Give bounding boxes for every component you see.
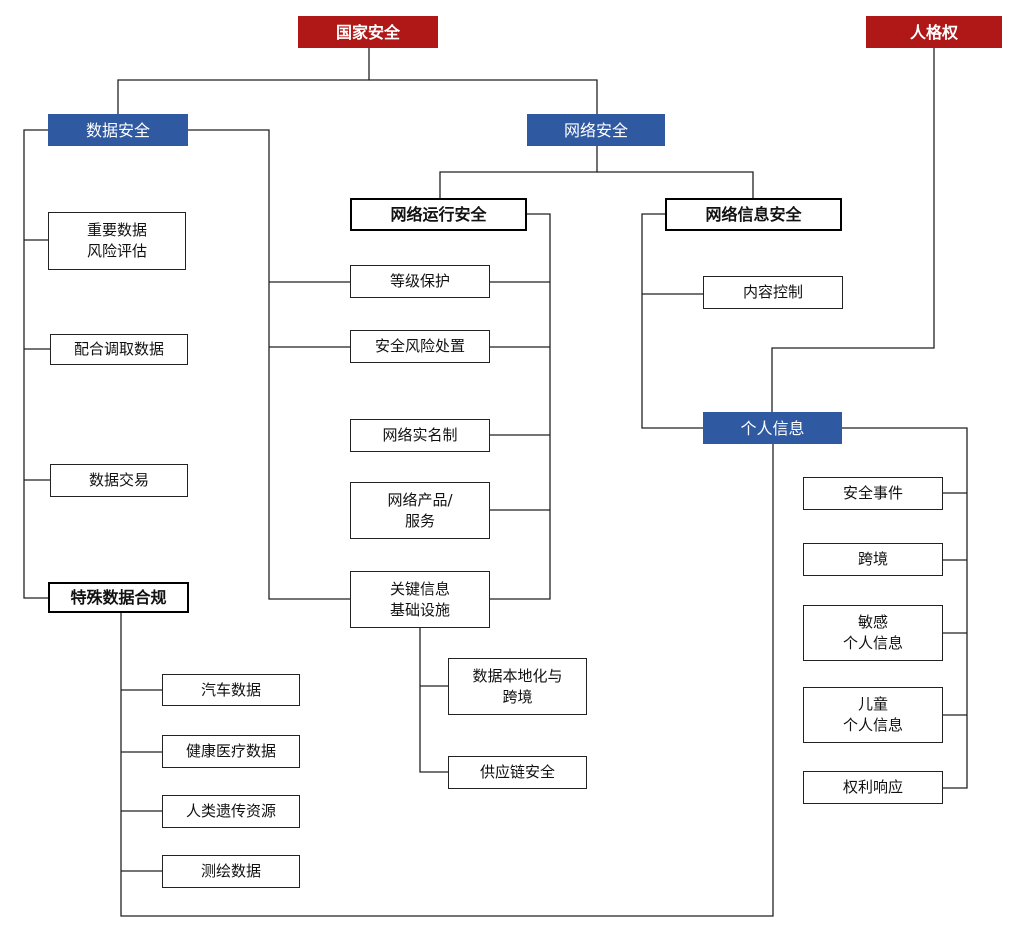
node-network-real-name: 网络实名制	[350, 419, 490, 452]
node-network-products-services: 网络产品/ 服务	[350, 482, 490, 539]
node-personality-rights: 人格权	[866, 16, 1002, 48]
node-personal-information: 个人信息	[703, 412, 842, 444]
node-supply-chain-security: 供应链安全	[448, 756, 587, 789]
node-graded-protection: 等级保护	[350, 265, 490, 298]
node-special-data-compliance: 特殊数据合规	[48, 582, 189, 613]
node-content-control: 内容控制	[703, 276, 843, 309]
node-sensitive-personal-info: 敏感 个人信息	[803, 605, 943, 661]
node-critical-info-infrastructure: 关键信息 基础设施	[350, 571, 490, 628]
node-cross-border: 跨境	[803, 543, 943, 576]
node-surveying-mapping-data: 测绘数据	[162, 855, 300, 888]
node-data-localization-cross-border: 数据本地化与 跨境	[448, 658, 587, 715]
node-human-genetic-resources: 人类遗传资源	[162, 795, 300, 828]
node-security-risk-handling: 安全风险处置	[350, 330, 490, 363]
node-data-security: 数据安全	[48, 114, 188, 146]
node-data-trading: 数据交易	[50, 464, 188, 497]
node-rights-response: 权利响应	[803, 771, 943, 804]
node-network-operation-security: 网络运行安全	[350, 198, 527, 231]
node-security-incident: 安全事件	[803, 477, 943, 510]
node-automotive-data: 汽车数据	[162, 674, 300, 706]
node-important-data-risk-assessment: 重要数据 风险评估	[48, 212, 186, 270]
node-network-security: 网络安全	[527, 114, 665, 146]
node-national-security: 国家安全	[298, 16, 438, 48]
node-cooperate-data-retrieval: 配合调取数据	[50, 334, 188, 365]
node-network-information-security: 网络信息安全	[665, 198, 842, 231]
node-health-medical-data: 健康医疗数据	[162, 735, 300, 768]
node-children-personal-info: 儿童 个人信息	[803, 687, 943, 743]
